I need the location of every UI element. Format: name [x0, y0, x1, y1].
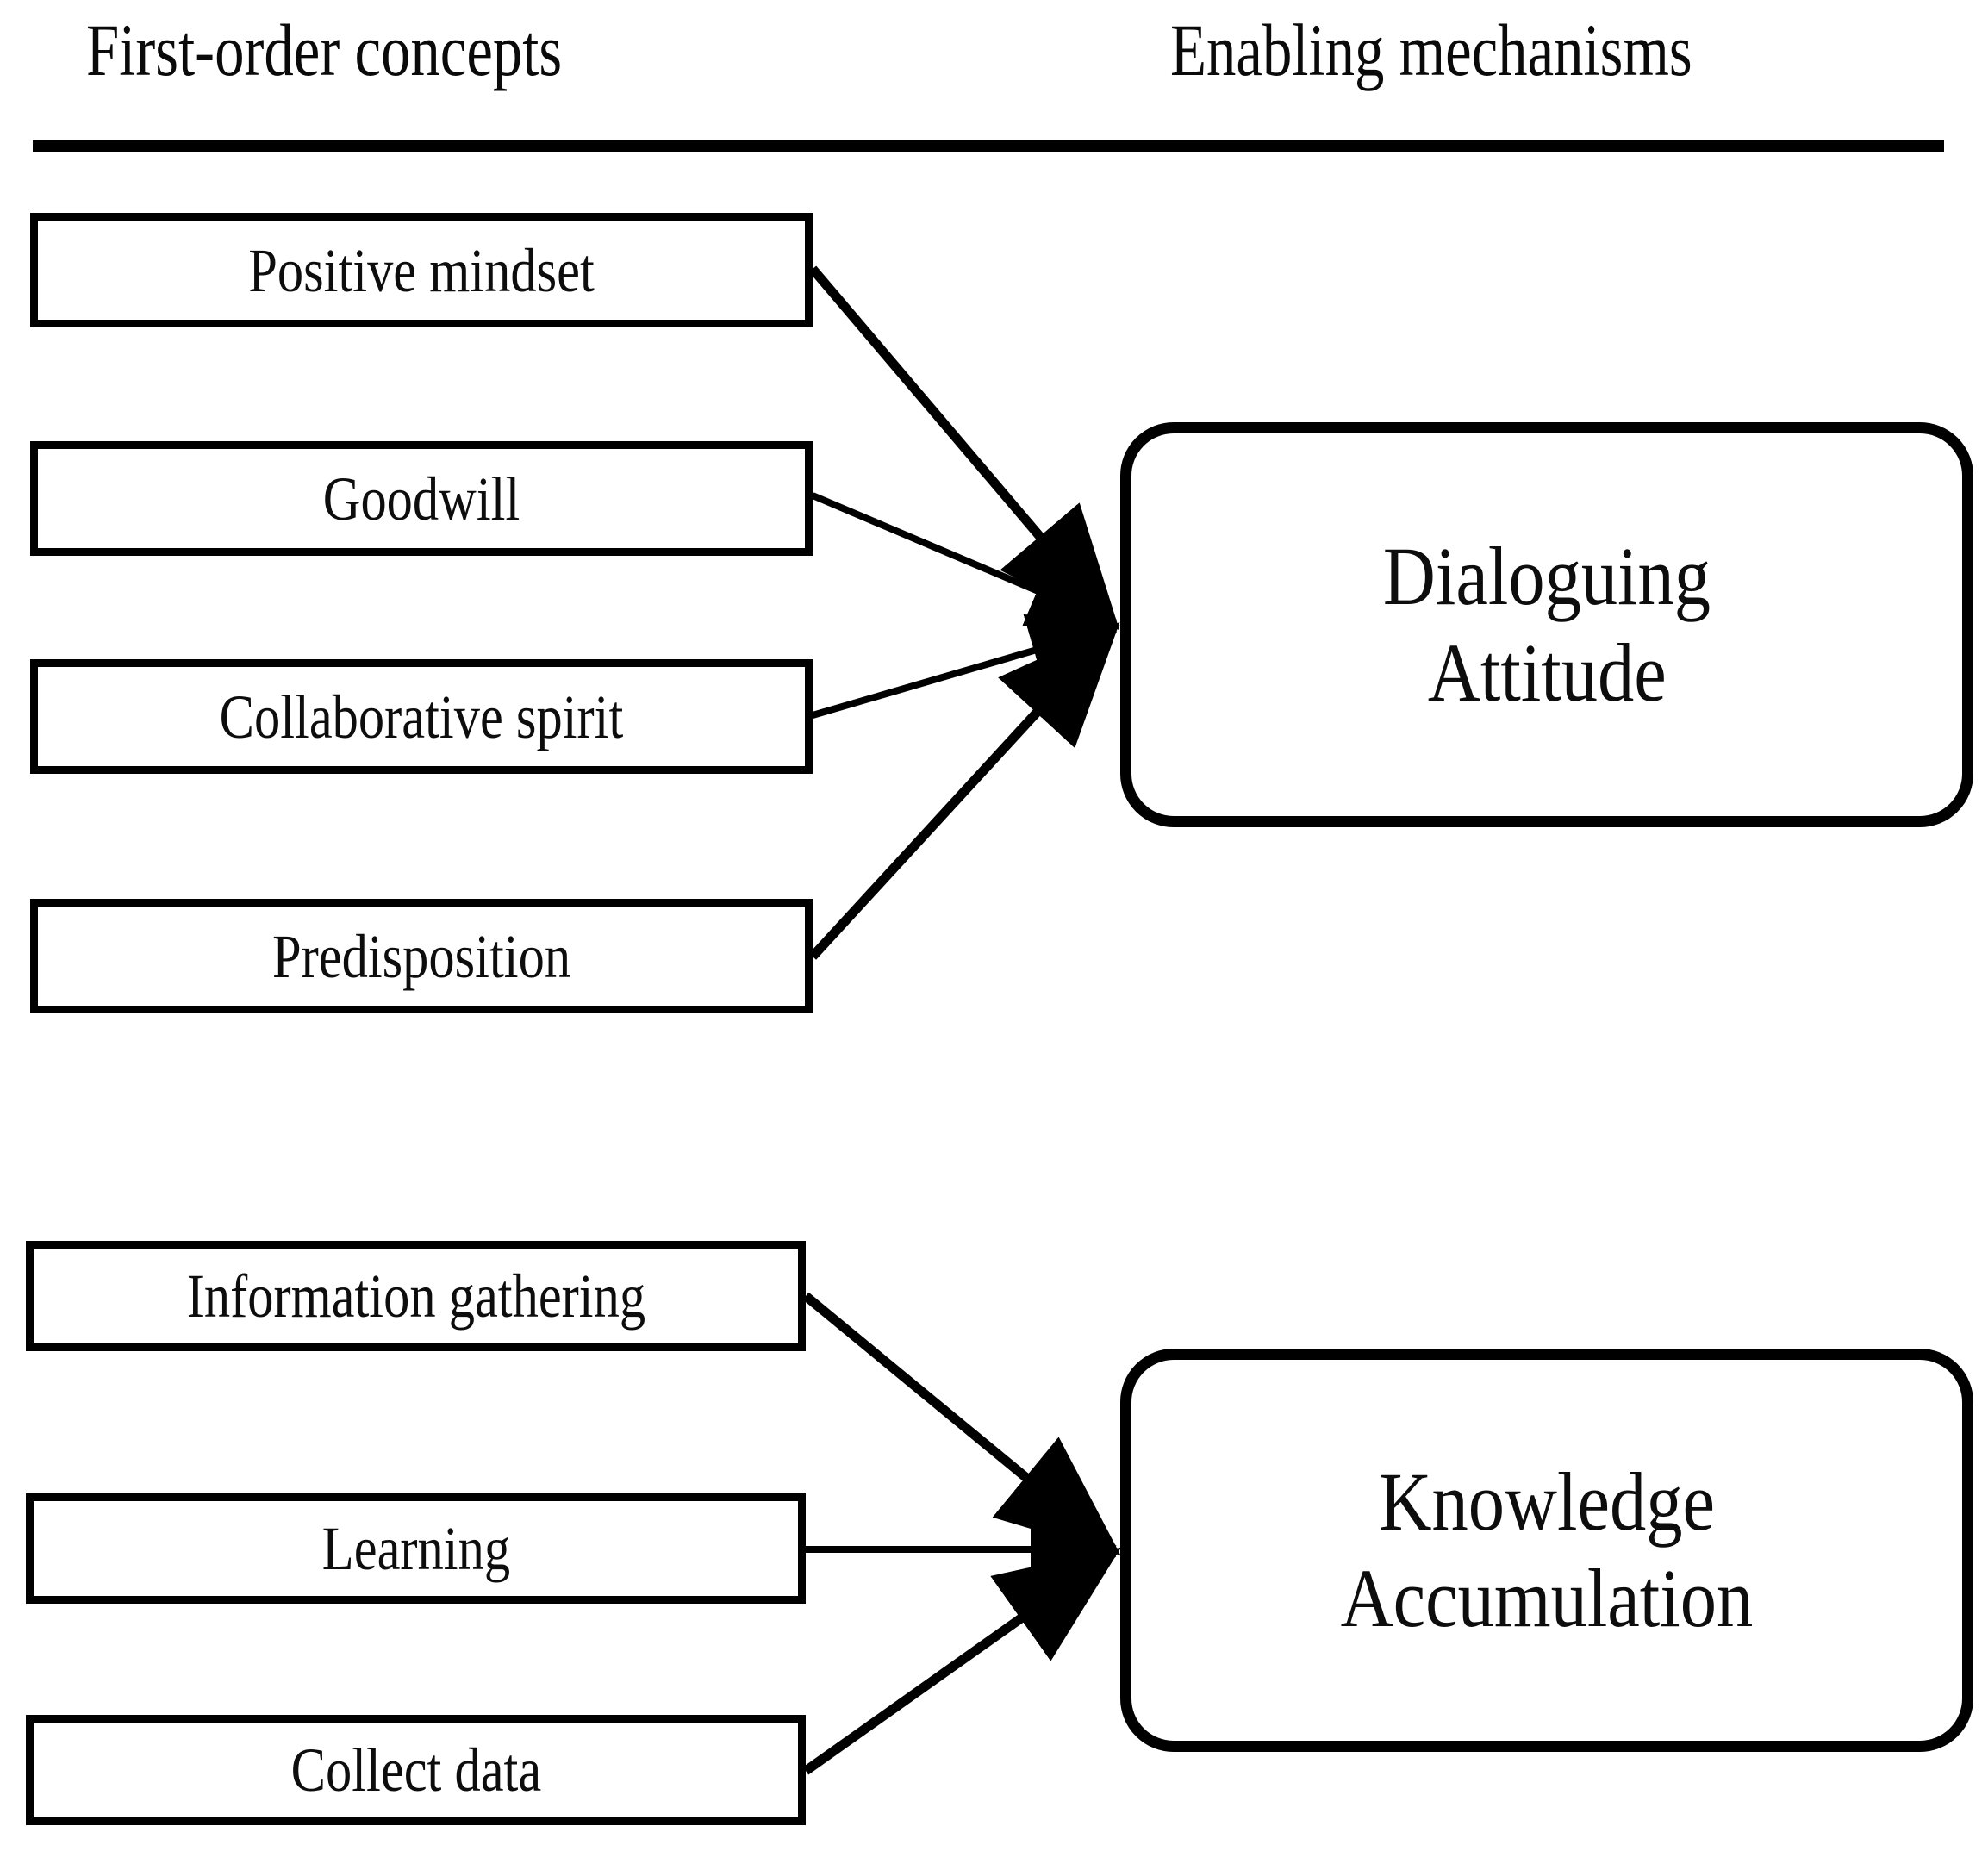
concept-label-goodwill: Goodwill — [322, 464, 520, 533]
connector-information-gathering — [802, 1292, 1121, 1555]
concept-box-predisposition[interactable]: Predisposition — [30, 899, 813, 1013]
connector-group-knowledge-accumulation — [802, 1292, 1121, 1775]
concept-box-learning[interactable]: Learning — [26, 1493, 806, 1604]
mechanism-box-dialoguing-attitude[interactable]: Dialoguing Attitude — [1120, 422, 1973, 827]
header-divider-rule — [33, 140, 1944, 152]
mechanism-label-dialoguing-attitude-line2: Attitude — [1427, 626, 1667, 719]
mechanism-label-knowledge-accumulation-line2: Accumulation — [1340, 1552, 1754, 1644]
concept-label-collect-data: Collect data — [290, 1736, 541, 1804]
mechanism-box-knowledge-accumulation[interactable]: Knowledge Accumulation — [1120, 1349, 1973, 1752]
concept-label-collaborative-spirit: Collaborative spirit — [219, 682, 624, 751]
mechanism-label-dialoguing-attitude-line1: Dialoguing — [1382, 530, 1711, 622]
column-header-enabling-mechanisms: Enabling mechanisms — [1170, 9, 1692, 91]
concept-label-predisposition: Predisposition — [271, 921, 571, 991]
concept-box-collect-data[interactable]: Collect data — [26, 1715, 806, 1825]
concept-label-positive-mindset: Positive mindset — [248, 235, 595, 305]
concept-box-goodwill[interactable]: Goodwill — [30, 441, 813, 556]
connector-predisposition — [808, 621, 1120, 960]
connector-collect-data — [802, 1547, 1121, 1775]
mechanism-label-knowledge-accumulation-line1: Knowledge — [1379, 1455, 1715, 1548]
connector-positive-mindset — [808, 265, 1120, 631]
connector-collaborative-spirit — [811, 614, 1120, 719]
concept-box-positive-mindset[interactable]: Positive mindset — [30, 213, 813, 327]
concept-label-learning: Learning — [321, 1514, 510, 1583]
concept-box-collaborative-spirit[interactable]: Collaborative spirit — [30, 659, 813, 774]
connector-goodwill — [811, 492, 1120, 626]
concept-box-information-gathering[interactable]: Information gathering — [26, 1241, 806, 1351]
column-header-first-order-concepts: First-order concepts — [86, 9, 563, 91]
connector-group-dialoguing-attitude — [808, 265, 1120, 960]
concept-label-information-gathering: Information gathering — [186, 1262, 645, 1331]
